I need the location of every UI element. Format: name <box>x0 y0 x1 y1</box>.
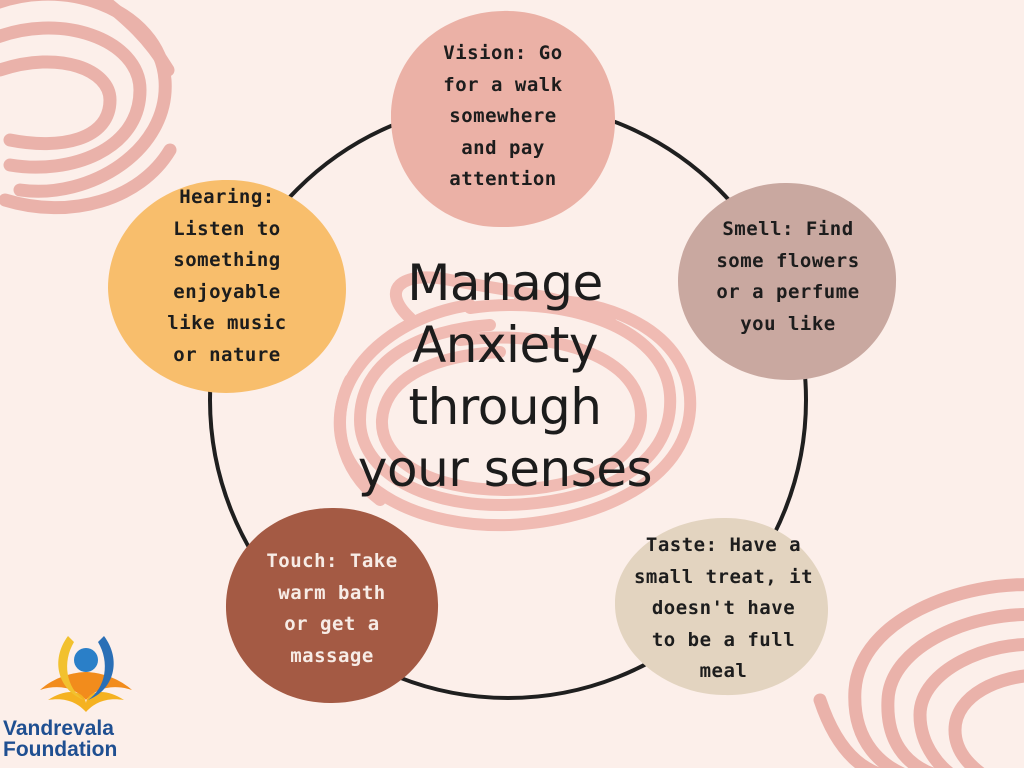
hearing-circle <box>108 179 346 393</box>
hearing-line: enjoyable <box>173 280 281 303</box>
taste-circle <box>614 517 829 696</box>
hearing-line: something <box>173 249 281 271</box>
smell-line: you like <box>740 312 836 335</box>
title-line: your senses <box>357 440 653 498</box>
vision-circle <box>390 10 616 228</box>
logo-line: Vandrevala <box>3 717 114 740</box>
smell-text: Smell: Find some flowers or a perfume yo… <box>688 214 888 340</box>
smell-line: some flowers <box>716 249 860 272</box>
title-line: Anxiety <box>412 316 598 374</box>
vision-line: for a walk <box>443 73 563 96</box>
vision-line: somewhere <box>449 105 557 127</box>
hearing-line: Listen to <box>173 217 281 240</box>
touch-circle <box>225 507 439 704</box>
vision-line: attention <box>449 168 557 190</box>
logo-wordmark: Vandrevala Foundation <box>3 718 153 760</box>
page-title: Manage Anxiety through your senses <box>330 252 680 500</box>
touch-line: or get a <box>284 613 380 635</box>
vision-line: and pay <box>461 136 545 159</box>
title-line: through <box>408 378 602 436</box>
scribble-top-left <box>0 0 177 215</box>
smell-line: or a perfume <box>716 281 860 303</box>
smell-circle <box>678 182 897 381</box>
scribble-bottom-right <box>813 578 1024 768</box>
touch-line: warm bath <box>278 581 386 604</box>
taste-line: doesn't have <box>651 597 796 619</box>
logo-line: Foundation <box>3 738 118 761</box>
vision-text: Vision: Go for a walk somewhere and pay … <box>403 38 603 196</box>
smell-line: Smell: Find <box>722 218 854 240</box>
taste-line: small treat, it <box>633 565 814 588</box>
hearing-line: like music <box>167 312 287 334</box>
hearing-line: or nature <box>173 343 281 366</box>
touch-line: Touch: Take <box>266 550 398 572</box>
hearing-line: Hearing: <box>179 186 275 208</box>
vision-line: Vision: Go <box>443 42 563 64</box>
touch-text: Touch: Take warm bath or get a massage <box>232 546 432 672</box>
hearing-text: Hearing: Listen to something enjoyable l… <box>127 182 327 371</box>
taste-text: Taste: Have a small treat, it doesn't ha… <box>621 530 826 688</box>
title-line: Manage <box>407 254 603 312</box>
taste-line: Taste: Have a <box>645 534 802 556</box>
taste-line: meal <box>699 660 748 682</box>
scribble-center <box>333 271 697 532</box>
taste-line: to be a full <box>651 628 796 651</box>
touch-line: massage <box>290 644 374 667</box>
vandrevala-logo-icon <box>40 636 132 712</box>
